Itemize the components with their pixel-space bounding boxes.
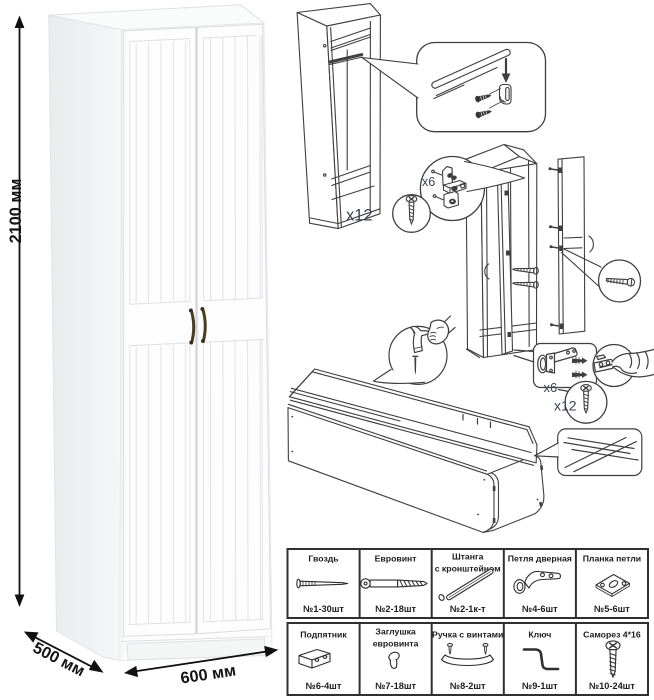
svg-text:№4-6шт: №4-6шт <box>522 604 558 614</box>
svg-text:№7-18шт: №7-18шт <box>375 681 416 691</box>
svg-text:Подпятник: Подпятник <box>300 630 347 640</box>
svg-text:Планка петли: Планка петли <box>583 554 641 564</box>
svg-text:Заглушка: Заглушка <box>375 627 416 637</box>
svg-text:№9-1шт: №9-1шт <box>522 681 558 691</box>
svg-text:Петля дверная: Петля дверная <box>508 554 572 564</box>
svg-text:№6-4шт: №6-4шт <box>306 681 342 691</box>
svg-text:№8-2шт: №8-2шт <box>450 681 486 691</box>
svg-text:2100 мм: 2100 мм <box>7 179 25 244</box>
svg-text:№5-6шт: №5-6шт <box>594 604 630 614</box>
svg-text:x12: x12 <box>554 398 577 414</box>
svg-text:с кронштейном: с кронштейном <box>435 564 501 574</box>
svg-text:x12: x12 <box>346 207 373 225</box>
svg-text:евровинта: евровинта <box>373 639 419 649</box>
svg-text:№1-30шт: №1-30шт <box>303 604 344 614</box>
svg-text:Гвоздь: Гвоздь <box>308 554 338 564</box>
svg-text:x6: x6 <box>544 380 558 395</box>
svg-text:Саморез 4*16: Саморез 4*16 <box>583 630 641 640</box>
svg-text:№10-24шт: №10-24шт <box>589 681 635 691</box>
svg-text:Ключ: Ключ <box>528 630 551 640</box>
svg-text:Штанга: Штанга <box>452 552 484 562</box>
svg-text:Евровинт: Евровинт <box>375 554 418 564</box>
svg-text:x6: x6 <box>422 175 435 189</box>
svg-text:№2-18шт: №2-18шт <box>375 604 416 614</box>
svg-text:Ручка с винтами: Ручка с винтами <box>432 630 503 640</box>
svg-text:№2-1к-т: №2-1к-т <box>450 604 486 614</box>
